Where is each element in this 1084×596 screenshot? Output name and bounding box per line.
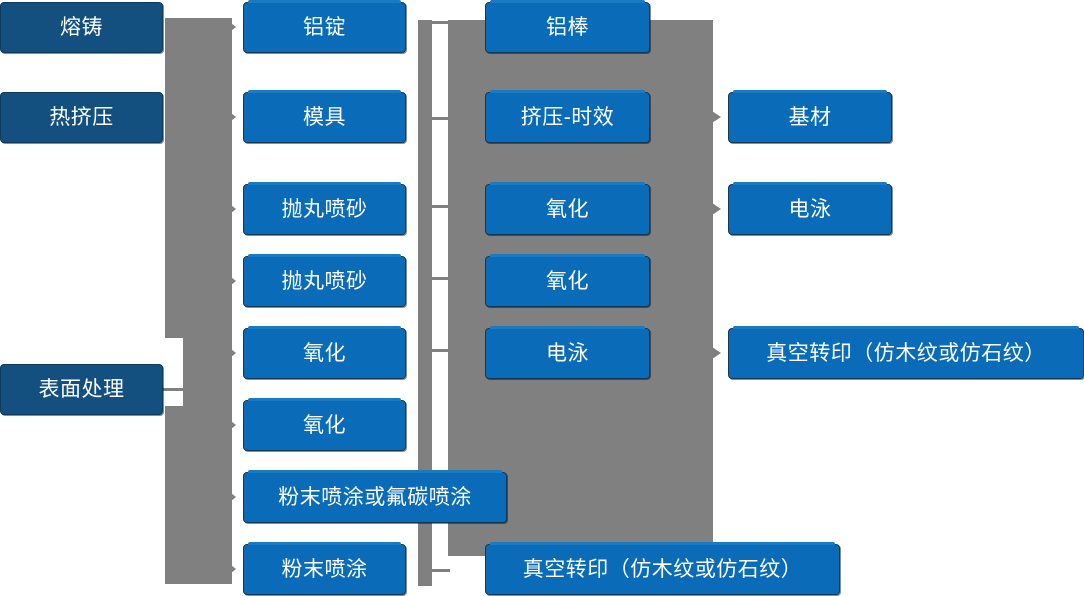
node-vacuum-transfer-bottom[interactable]: 真空转印（仿木纹或仿石纹） xyxy=(485,542,840,595)
tie-line-4 xyxy=(430,277,450,280)
arrow-to-die xyxy=(226,109,236,125)
node-label: 粉末喷涂或氟碳喷涂 xyxy=(278,486,472,509)
node-label: 真空转印（仿木纹或仿石纹） xyxy=(766,342,1046,365)
arrow-to-shot-blasting-1 xyxy=(226,201,236,217)
connector-thin-bar xyxy=(418,20,432,586)
node-oxidation-2[interactable]: 氧化 xyxy=(243,398,406,451)
tie-line-6 xyxy=(430,569,450,572)
arrow-to-powder-or-pvdf xyxy=(226,489,236,505)
arrow-to-vacuum-transfer-2 xyxy=(712,347,721,359)
node-powder-coating[interactable]: 粉末喷涂 xyxy=(243,542,406,595)
node-label: 真空转印（仿木纹或仿石纹） xyxy=(522,558,803,581)
node-oxidation-1[interactable]: 氧化 xyxy=(243,326,406,379)
surface-treatment-connector xyxy=(163,388,185,391)
node-shot-blasting-2[interactable]: 抛丸喷砂 xyxy=(243,254,406,307)
node-label: 模具 xyxy=(303,106,346,129)
connector-band-primary xyxy=(165,18,232,584)
node-label: 氧化 xyxy=(546,270,589,293)
node-label: 氧化 xyxy=(546,198,589,221)
node-shot-blasting-1[interactable]: 抛丸喷砂 xyxy=(243,182,406,235)
node-aluminum-bar[interactable]: 铝棒 xyxy=(485,0,650,53)
node-surface-treatment[interactable]: 表面处理 xyxy=(0,364,163,415)
arrow-to-shot-blasting-2 xyxy=(226,273,236,289)
node-label: 基材 xyxy=(788,106,832,129)
node-powder-or-fluorocarbon-coating[interactable]: 粉末喷涂或氟碳喷涂 xyxy=(243,470,507,523)
band-cutout-left xyxy=(165,338,183,406)
node-label: 铝棒 xyxy=(546,16,589,39)
node-label: 氧化 xyxy=(303,342,346,365)
node-label: 抛丸喷砂 xyxy=(281,198,368,221)
arrow-to-oxidation-1 xyxy=(226,345,236,361)
node-label: 挤压-时效 xyxy=(520,106,615,129)
node-label: 粉末喷涂 xyxy=(281,558,368,581)
node-electrophoresis-1[interactable]: 电泳 xyxy=(485,326,650,379)
arrow-to-base-material xyxy=(712,111,721,123)
node-hot-extrusion[interactable]: 热挤压 xyxy=(0,92,163,143)
tie-line-2 xyxy=(430,117,450,120)
arrow-to-powder-coating xyxy=(226,561,236,577)
node-melt-cast[interactable]: 熔铸 xyxy=(0,2,163,53)
node-label: 表面处理 xyxy=(38,378,125,401)
node-label: 铝锭 xyxy=(303,16,346,39)
node-label: 电泳 xyxy=(546,342,589,365)
node-extrusion-aging[interactable]: 挤压-时效 xyxy=(485,90,650,143)
node-vacuum-transfer-right[interactable]: 真空转印（仿木纹或仿石纹） xyxy=(728,326,1084,379)
node-oxidation-4[interactable]: 氧化 xyxy=(485,254,650,307)
arrow-to-aluminum-ingot xyxy=(226,19,236,35)
node-label: 氧化 xyxy=(303,414,346,437)
node-base-material[interactable]: 基材 xyxy=(728,90,892,143)
node-label: 热挤压 xyxy=(49,106,114,129)
node-oxidation-3[interactable]: 氧化 xyxy=(485,182,650,235)
node-aluminum-ingot[interactable]: 铝锭 xyxy=(243,0,406,53)
arrow-stem-vacuum-transfer-2 xyxy=(700,352,714,355)
arrow-to-electrophoresis-2 xyxy=(712,203,721,215)
tie-line-5 xyxy=(430,349,450,352)
node-label: 熔铸 xyxy=(60,16,103,39)
node-label: 抛丸喷砂 xyxy=(281,270,368,293)
arrow-stem-base-material xyxy=(700,116,714,119)
tie-line-3 xyxy=(430,205,450,208)
node-die[interactable]: 模具 xyxy=(243,90,406,143)
node-electrophoresis-2[interactable]: 电泳 xyxy=(728,182,892,235)
arrow-to-oxidation-2 xyxy=(226,417,236,433)
node-label: 电泳 xyxy=(788,198,832,221)
tie-line-1 xyxy=(430,21,450,24)
arrow-stem-electrophoresis-2 xyxy=(700,208,714,211)
